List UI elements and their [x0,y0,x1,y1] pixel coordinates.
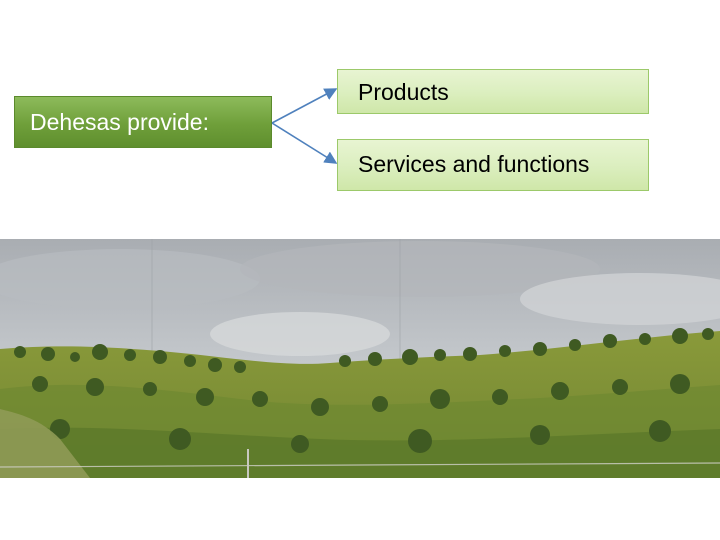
source-box: Dehesas provide: [14,96,272,148]
arrow-to-services [271,122,338,164]
target-box-services: Services and functions [337,139,649,191]
arrow-to-products [271,88,338,124]
target-label-services: Services and functions [358,151,590,177]
target-box-products: Products [337,69,649,114]
target-label-products: Products [358,79,449,105]
source-label: Dehesas provide: [30,109,209,135]
landscape-photo [0,239,720,478]
